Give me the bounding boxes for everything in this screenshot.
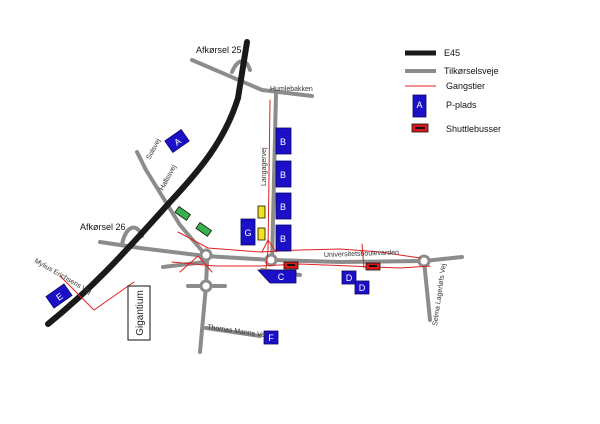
- motorway-e45: [45, 39, 250, 327]
- parking-a-label: A: [172, 136, 183, 148]
- marker-green-2: [195, 221, 213, 237]
- marker-green-1: [174, 205, 192, 221]
- parking-d1-label: D: [346, 273, 353, 283]
- parking-c: [257, 269, 297, 284]
- roundabout-west: [199, 248, 213, 262]
- parking-b3-label: B: [280, 202, 286, 212]
- road-south-west: [161, 260, 207, 269]
- footpath-peak: [261, 239, 277, 253]
- footpaths: [59, 99, 431, 311]
- marker-yellow-2: [257, 227, 266, 241]
- label-hallssvej: Hallssvej: [159, 164, 179, 192]
- footpath-east: [361, 243, 365, 269]
- parking-d2-label: D: [359, 283, 366, 293]
- gigantium-label: Gigantium: [135, 290, 146, 336]
- legend-feeder-label: Tilkørselsveje: [444, 66, 499, 76]
- legend-e45-label: E45: [444, 48, 460, 58]
- label-selma: Selma Lagerløfs Vej: [432, 263, 448, 326]
- road-universitetsboulevarden: [203, 254, 464, 264]
- legend-parking-symbol: A: [416, 100, 422, 110]
- legend: E45 Tilkørselsveje Gangstier A P-plads S…: [405, 48, 501, 134]
- exit-26-label: Afkørsel 26: [80, 222, 126, 232]
- parking-f: [263, 330, 279, 345]
- parking-g-label: G: [244, 228, 251, 238]
- legend-path-label: Gangstier: [446, 81, 485, 91]
- parking-e: [45, 283, 73, 309]
- marker-yellow-1: [257, 205, 266, 219]
- road-langagervej: [270, 92, 278, 266]
- parking-b4: [275, 224, 292, 252]
- footpath-langagervej: [265, 99, 271, 269]
- label-thomas-manns: Thomas Manns Vej: [207, 324, 268, 339]
- footpath-mylius: [59, 275, 135, 311]
- parking-b4-label: B: [280, 234, 286, 244]
- roundabout-east: [417, 254, 431, 268]
- parking-b2-label: B: [280, 170, 286, 180]
- roundabout-south: [199, 279, 213, 293]
- gigantium-venue: Gigantium: [127, 285, 151, 341]
- road-thomas-manns-vertical: [198, 260, 209, 354]
- legend-shuttle-label: Shuttlebusser: [446, 124, 501, 134]
- footpath-main: [177, 231, 421, 259]
- road-main-west: [98, 240, 207, 258]
- road-selma: [422, 259, 432, 322]
- footpath-south: [171, 261, 431, 269]
- footpath-loop: [179, 255, 213, 273]
- road-hallssvej: [135, 150, 205, 254]
- label-universitetsboulevarden: Universitetsboulevarden: [324, 249, 399, 259]
- road-humlebakken: [190, 58, 314, 98]
- parking-b1-label: B: [280, 137, 286, 147]
- parking-b1: [275, 127, 292, 155]
- parking-e-label: E: [54, 291, 65, 303]
- parking-b2: [275, 160, 292, 188]
- shuttle-stop-1: [283, 261, 299, 270]
- label-solsvej: Solsvej: [146, 137, 163, 161]
- shuttle-stops: [283, 261, 381, 271]
- parking-a: [164, 128, 190, 154]
- legend-parking-label: P-plads: [446, 100, 477, 110]
- legend-parking-swatch: [412, 94, 427, 118]
- shuttle-stop-2: [365, 262, 381, 271]
- exit-25-label: Afkørsel 25: [196, 45, 242, 55]
- markers: [174, 205, 266, 241]
- parking-g: [240, 218, 256, 246]
- parking-lots: [45, 127, 370, 345]
- road-thomas-manns: [204, 326, 262, 338]
- parking-d1: [341, 270, 357, 285]
- parking-labels: A B B B B G C D D E F: [54, 136, 366, 343]
- label-humlebakken: Humlebakken: [270, 86, 313, 93]
- parking-b3: [275, 192, 292, 220]
- parking-d2: [354, 280, 370, 295]
- label-langagervej: Langagervej: [261, 147, 268, 186]
- roundabouts: [199, 248, 431, 293]
- parking-f-label: F: [268, 333, 274, 343]
- parking-c-label: C: [278, 272, 285, 282]
